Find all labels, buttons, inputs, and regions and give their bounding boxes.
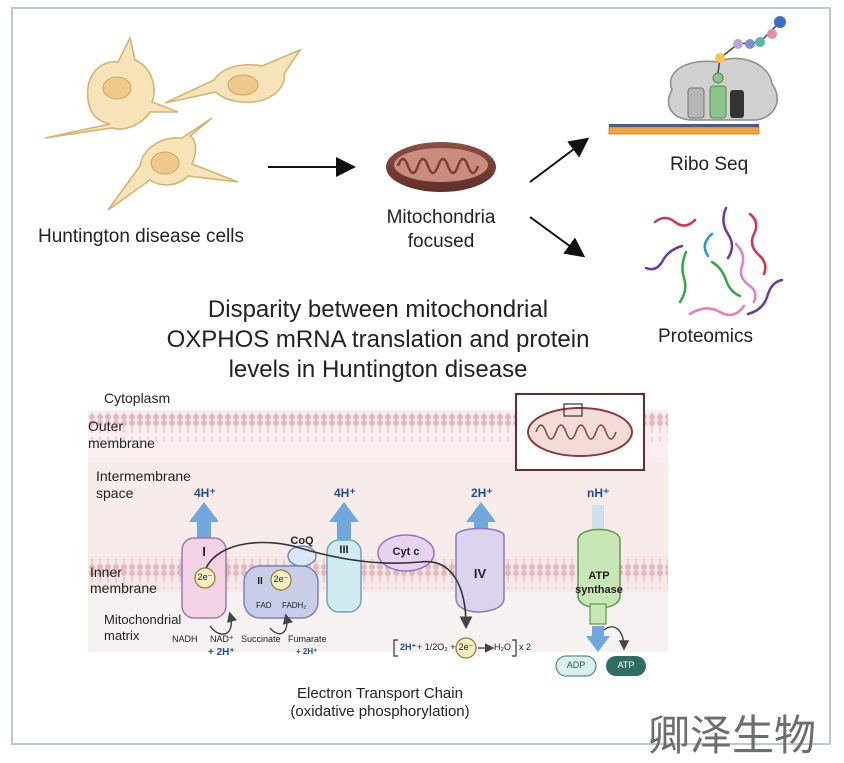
fad-label: FAD — [256, 601, 272, 610]
fumarate-label: Fumarate — [288, 634, 327, 644]
proteomics-icon — [644, 206, 784, 317]
watermark: 卿泽生物 — [648, 711, 817, 760]
label-complex-iii: III — [339, 544, 349, 556]
ribosome-icon — [608, 16, 786, 135]
label-cyt-c: Cyt c — [392, 546, 420, 558]
region-outer-1: Outer — [88, 418, 124, 434]
electron-path — [205, 541, 473, 630]
fumarate-h-label: + 2H⁺ — [296, 647, 318, 656]
eq-product: H₂O — [494, 642, 511, 652]
electron-e3 — [455, 637, 477, 659]
eq-h: 2H⁺ — [400, 642, 417, 652]
label-complex-iv: IV — [473, 566, 487, 581]
electron-e1 — [194, 567, 216, 589]
electron-e3-label: 2e⁻ — [458, 642, 474, 652]
title-line-2: OXPHOS mRNA translation and protein — [166, 326, 590, 353]
arrow-to-riboseq — [529, 137, 590, 183]
proton-c1: 4H⁺ — [194, 486, 216, 500]
region-matrix-2: matrix — [104, 628, 140, 643]
fadh2-label: FADH₂ — [282, 601, 307, 610]
electron-e1-label: 2e⁻ — [197, 572, 213, 582]
etc-caption-2: (oxidative phosphorylation) — [290, 703, 470, 720]
proteomics-label: Proteomics — [658, 326, 754, 347]
eq-mult: x 2 — [519, 642, 532, 652]
proton-c4: 2H⁺ — [471, 486, 493, 500]
electron-e2-label: 2e⁻ — [273, 574, 289, 584]
region-ims-1: Intermembrane — [96, 468, 191, 484]
proton-c3: 4H⁺ — [334, 486, 356, 500]
huntington-cells-illustration — [44, 35, 303, 211]
atp-label: ATP — [617, 660, 635, 670]
outer-frame — [11, 7, 831, 745]
label-complex-ii: II — [257, 576, 263, 587]
proton-atp: nH⁺ — [587, 486, 610, 500]
adp-pill — [555, 655, 597, 677]
region-matrix-1: Mitochondrial — [104, 612, 182, 627]
arrow-to-proteomics — [529, 216, 586, 258]
succinate-label: Succinate — [241, 634, 281, 644]
nad-h-label: + 2H⁺ — [208, 647, 235, 658]
electron-e2 — [270, 569, 292, 591]
region-cytoplasm: Cytoplasm — [104, 390, 171, 406]
title-line-3: levels in Huntington disease — [228, 356, 528, 383]
complex-iii — [326, 539, 362, 613]
atp-synthase — [577, 528, 621, 609]
region-ims-2: space — [96, 485, 134, 501]
label-coq: CoQ — [290, 535, 314, 547]
adp-label: ADP — [566, 660, 586, 670]
inset-mitochondrion-icon — [527, 403, 633, 457]
label-atp-1: ATP — [588, 570, 610, 582]
eq-mid: + 1/2O₂ + — [417, 642, 456, 652]
nadh-label: NADH — [172, 634, 198, 644]
nad-label: NAD⁺ — [210, 634, 234, 644]
etc-caption-1: Electron Transport Chain — [297, 685, 463, 702]
cells-label: Huntington disease cells — [38, 226, 244, 247]
region-outer-2: membrane — [88, 435, 155, 451]
title-line-1: Disparity between mitochondrial — [207, 296, 549, 323]
complex-ii — [243, 565, 319, 619]
label-atp-2: synthase — [575, 584, 623, 596]
intermembrane-space-bg — [88, 458, 668, 556]
region-inner-2: membrane — [90, 580, 157, 596]
mito-label-1: Mitochondria — [386, 207, 496, 228]
riboseq-label: Ribo Seq — [670, 154, 749, 175]
atp-pill — [606, 656, 646, 676]
mito-label-2: focused — [407, 231, 475, 252]
region-inner-1: Inner — [90, 564, 122, 580]
mitochondrion-icon — [386, 142, 496, 192]
label-complex-i: I — [202, 544, 206, 559]
